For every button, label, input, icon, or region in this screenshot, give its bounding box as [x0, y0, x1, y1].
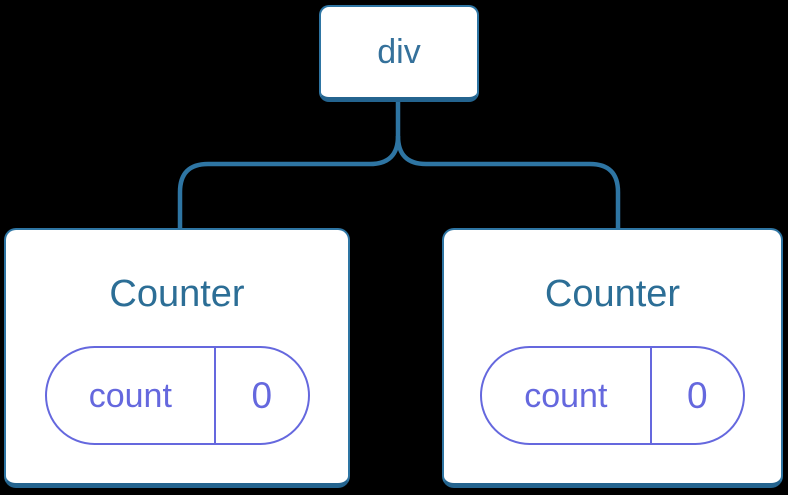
root-node-div: div — [319, 5, 479, 102]
root-node-label: div — [377, 33, 421, 71]
state-key-cell: count — [482, 348, 652, 443]
counter-title: Counter — [109, 273, 245, 315]
state-pill: count 0 — [44, 346, 310, 445]
state-value-cell: 0 — [652, 348, 743, 443]
counter-node-right: Counter count 0 — [442, 228, 783, 488]
state-value-label: 0 — [251, 375, 273, 416]
counter-node-left: Counter count 0 — [4, 228, 350, 488]
counter-title: Counter — [544, 273, 681, 315]
state-key-label: count — [88, 376, 172, 415]
state-key-label: count — [524, 376, 608, 415]
state-value-label: 0 — [687, 375, 708, 416]
state-key-cell: count — [47, 348, 217, 443]
state-value-cell: 0 — [216, 348, 307, 443]
state-pill: count 0 — [480, 346, 745, 445]
